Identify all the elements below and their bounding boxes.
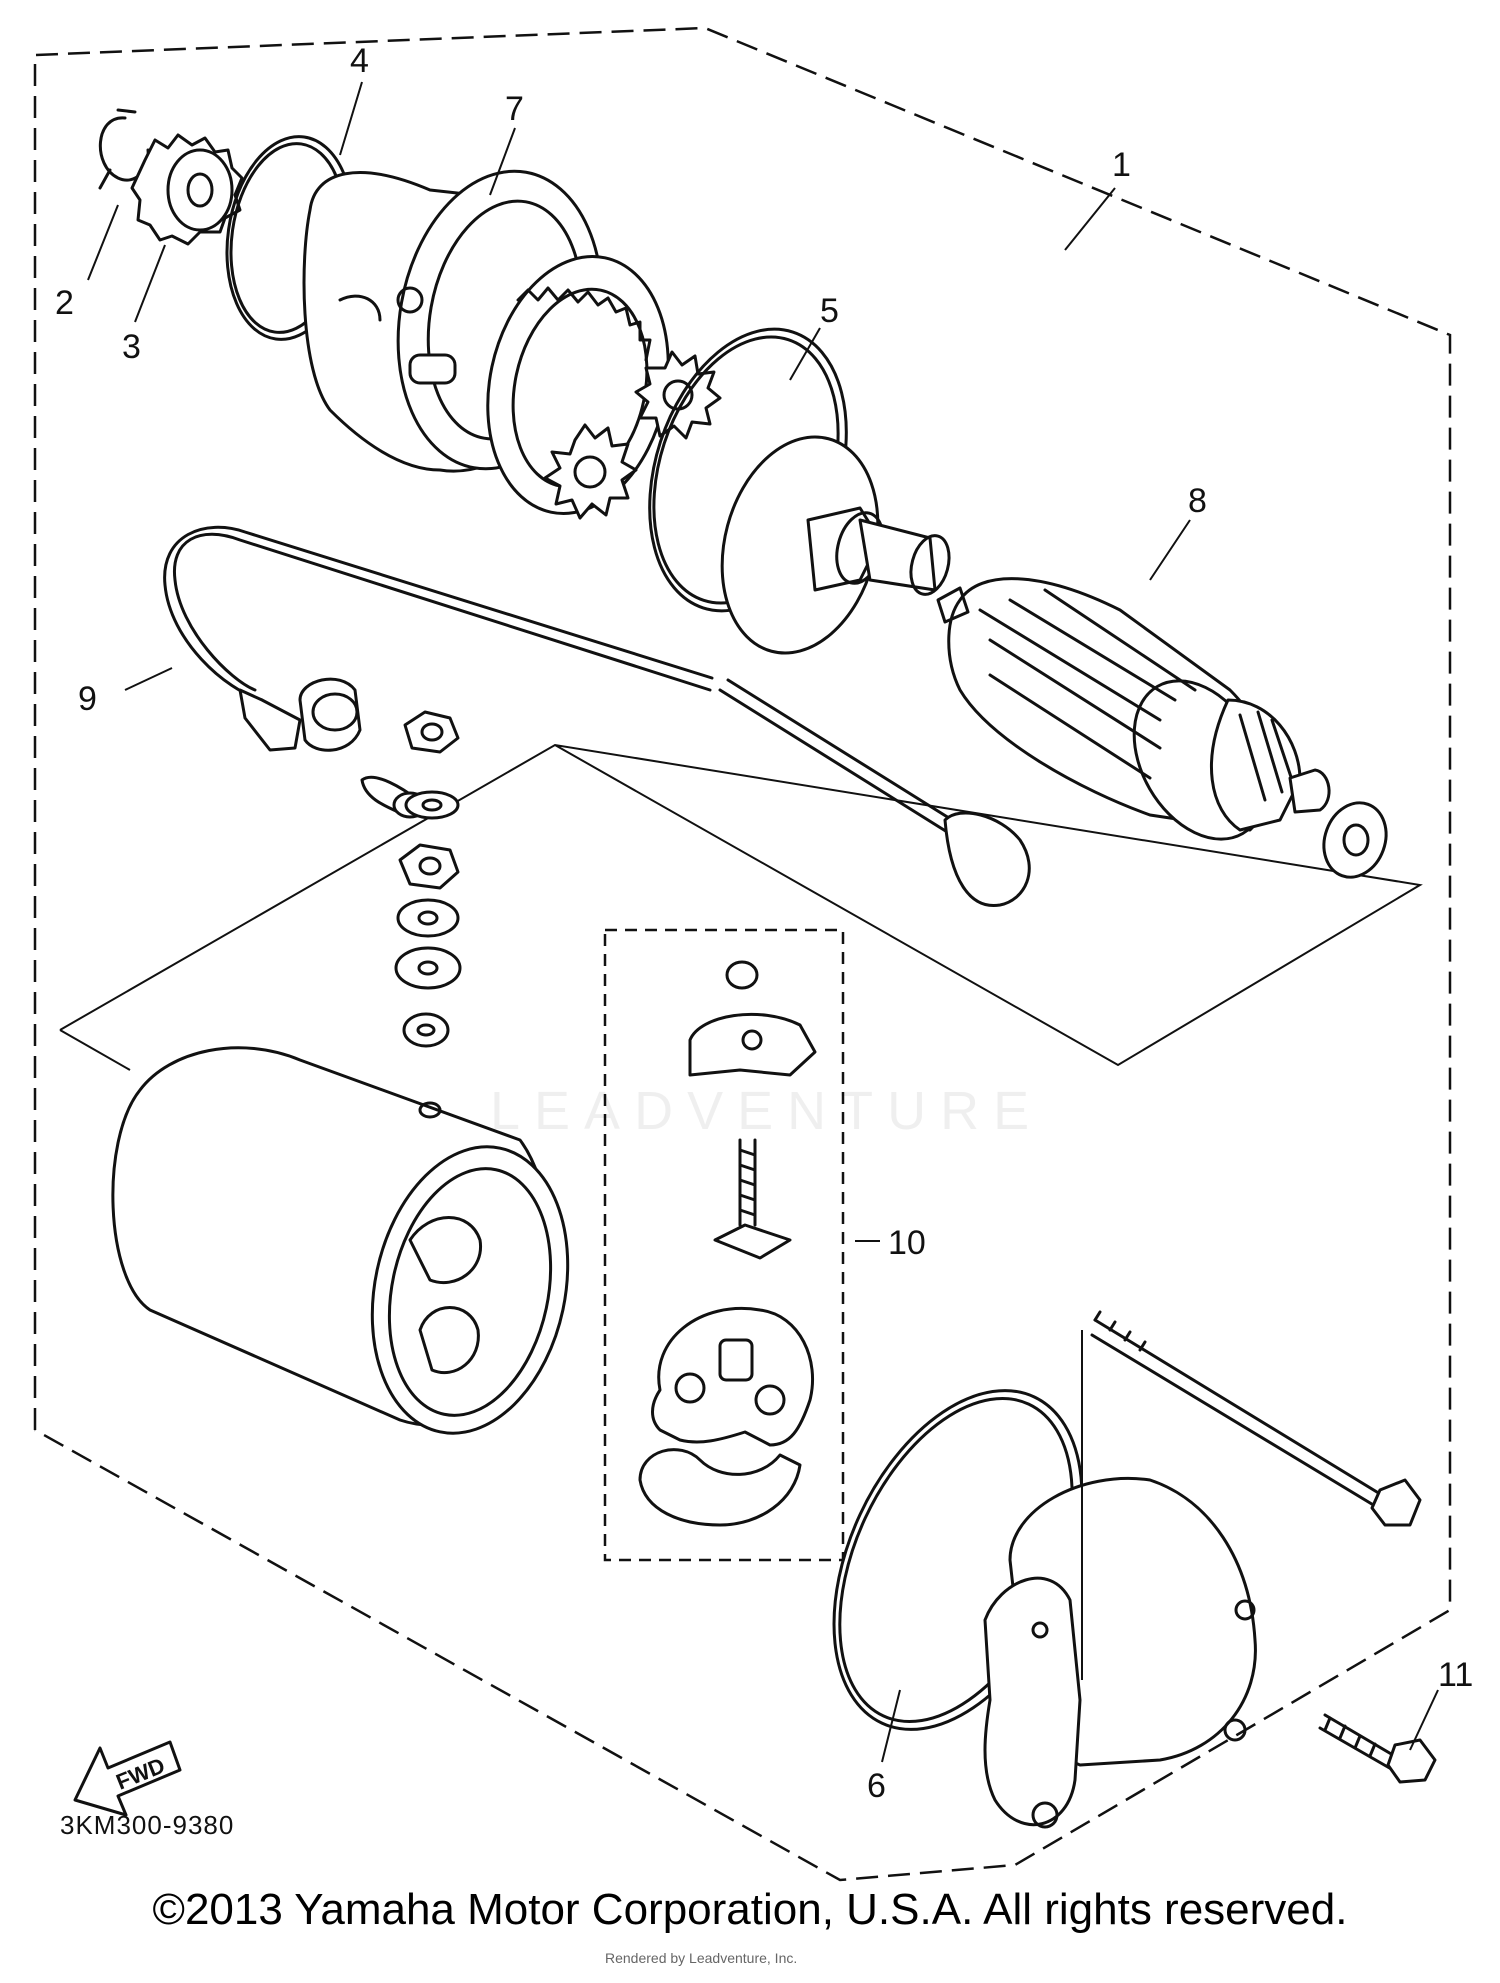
callout-leaders [87,81,1439,1763]
armature-thrust-washer [1322,801,1388,879]
planetary-gear [543,423,638,520]
armature [936,577,1331,841]
callout-6: 6 [867,1767,886,1805]
callout-labels: 1 2 3 4 5 6 7 8 9 10 11 [55,42,1473,1805]
fwd-arrow-icon: FWD [73,1740,182,1817]
brush-nut [725,960,759,990]
brush-terminal-bolt [713,1138,792,1260]
callout-9: 9 [78,680,97,718]
terminal-washer [396,898,460,938]
terminal-nut [403,710,460,754]
callout-2: 2 [55,284,74,322]
callout-5: 5 [820,292,839,330]
copyright-notice: ©2013 Yamaha Motor Corporation, U.S.A. A… [152,1885,1348,1934]
terminal-nut [398,843,460,890]
through-bolt [1081,1310,1422,1680]
callout-4: 4 [350,42,369,80]
brush-insulator-plate [688,1012,817,1077]
terminal-washer [394,946,462,990]
callout-8: 8 [1188,482,1207,520]
rear-cover [983,1477,1257,1829]
screw [1318,1713,1437,1784]
pinion-gear [130,133,244,246]
diagram-code: 3KM300-9380 [60,1810,235,1840]
render-stamp: Rendered by Leadventure, Inc. [605,1950,798,1966]
callout-3: 3 [122,328,141,366]
brush-holder [638,1307,815,1527]
yoke-motor-body [111,1046,570,1435]
callout-10: 10 [888,1224,926,1262]
yoke-plane-outline [59,743,1423,1071]
brush-kit-boundary [603,928,845,1562]
watermark: LEADVENTURE [490,1081,1044,1141]
planet-carrier-plate [720,435,951,655]
terminal-washer [404,790,460,820]
assembly-boundary [33,26,1452,1882]
terminal-insulator [402,1012,450,1048]
callout-7: 7 [505,90,524,128]
callout-11: 11 [1438,1656,1473,1694]
callout-1: 1 [1112,146,1131,184]
